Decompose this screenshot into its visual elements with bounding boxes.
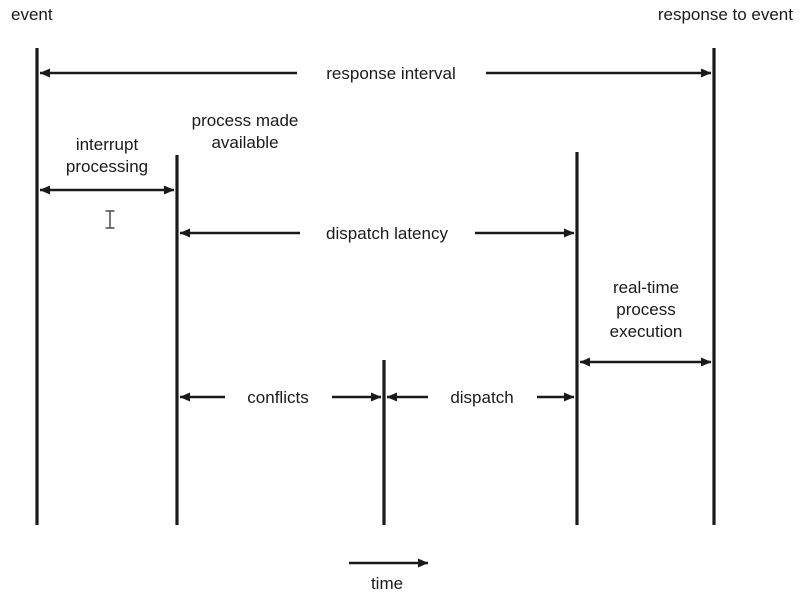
- label-real-time-process-execution-line2: process: [616, 300, 676, 319]
- label-real-time-process-execution-line3: execution: [610, 322, 683, 341]
- label-time-axis: time: [371, 574, 403, 593]
- text-cursor-ibeam: [105, 210, 115, 229]
- label-dispatch: dispatch: [450, 388, 513, 407]
- label-event: event: [11, 5, 53, 24]
- label-response-to-event: response to event: [658, 5, 793, 24]
- label-response-interval: response interval: [326, 64, 455, 83]
- label-interrupt-processing-line2: processing: [66, 157, 148, 176]
- label-process-made-available-line2: available: [211, 133, 278, 152]
- label-real-time-process-execution-line1: real-time: [613, 278, 679, 297]
- label-interrupt-processing-line1: interrupt: [76, 135, 139, 154]
- label-conflicts: conflicts: [247, 388, 308, 407]
- label-process-made-available-line1: process made: [192, 111, 299, 130]
- label-dispatch-latency: dispatch latency: [326, 224, 448, 243]
